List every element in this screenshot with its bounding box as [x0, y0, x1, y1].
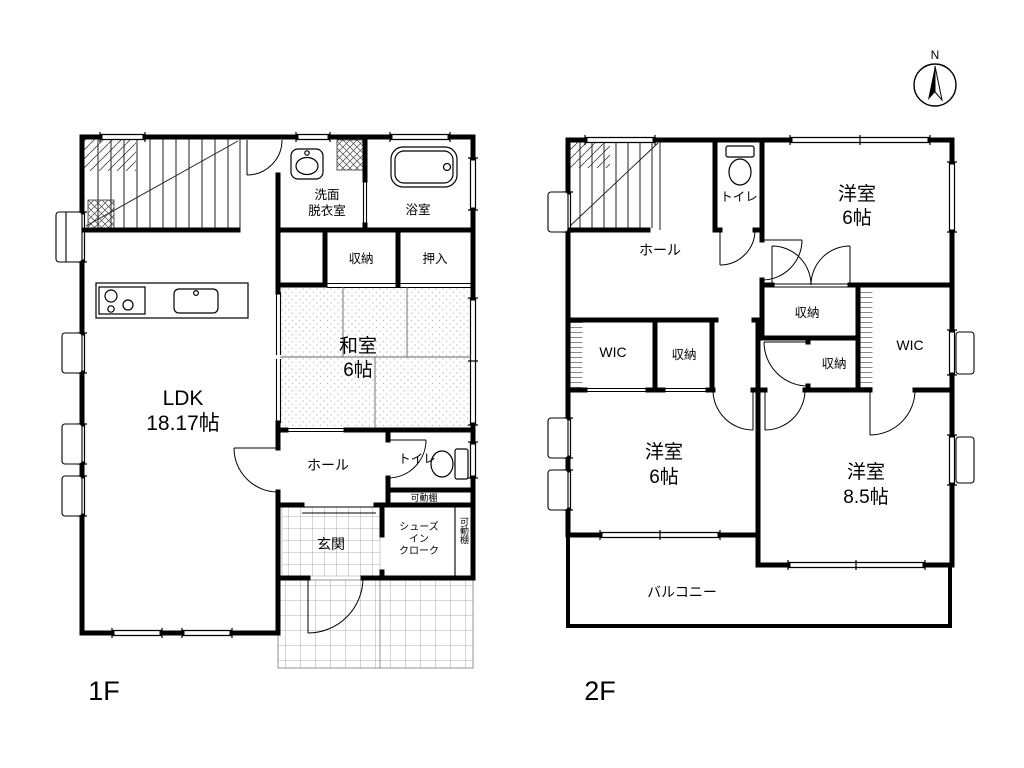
room-label-wic-west: WIC [599, 344, 626, 360]
room-label-washitsu-size: 6帖 [343, 359, 373, 381]
balcony-rail [566, 533, 952, 628]
walls-1f [79, 134, 476, 636]
tatami-texture [281, 288, 470, 427]
label-kadoudana-side: 可動棚 [459, 517, 469, 545]
stair-hatch-1f [84, 139, 136, 171]
room-label-shunou-c: 収納 [671, 348, 696, 362]
room-label-shunou-a: 収納 [794, 306, 819, 320]
kitchen-counter [95, 282, 249, 319]
room-label-oshiire: 押入 [422, 252, 448, 266]
walls-2f [565, 137, 955, 568]
north-arrow-icon [928, 66, 935, 100]
floor-2f: トイレ ホール 洋室 6帖 収納 WIC 収納 WIC 収納 洋室 6帖 洋室 … [547, 135, 975, 706]
toilet-icon-1f [430, 448, 469, 480]
room-label-genkan: 玄関 [317, 536, 345, 552]
room-label-ldk-size: 18.17帖 [146, 412, 220, 435]
stairs-2f-diagonal [569, 140, 661, 230]
room-label-yoshitsu-sw-size: 6帖 [649, 466, 679, 488]
sliding-doors-1f [275, 182, 471, 576]
genkan-tile [281, 506, 381, 577]
doors-2f [712, 229, 916, 436]
washer-pan-icon [336, 139, 366, 171]
room-label-yoshitsu-ne: 洋室 [838, 183, 876, 205]
compass: N [913, 48, 957, 107]
toilet-icon-2f [725, 145, 755, 186]
room-label-senmen-2: 脱衣室 [308, 203, 346, 218]
floor-label-2f: 2F [584, 676, 616, 706]
room-label-toilet-1f: トイレ [398, 452, 436, 466]
room-label-ldk: LDK [163, 387, 204, 410]
room-label-shunou-b: 収納 [821, 357, 846, 371]
room-label-yoshitsu-se: 洋室 [847, 461, 885, 483]
floor-1f: LDK 18.17帖 和室 6帖 洗面 脱衣室 浴室 収納 押入 ホール トイレ… [55, 132, 478, 706]
room-label-washitsu: 和室 [339, 335, 377, 357]
label-kadoudana-top: 可動棚 [410, 492, 437, 503]
bathtub-icon [390, 146, 458, 188]
floor-label-1f: 1F [88, 676, 120, 706]
sliding-doors-2f [585, 283, 850, 393]
wic-east-hanger [860, 288, 873, 388]
room-label-yoshitsu-ne-size: 6帖 [842, 207, 872, 229]
room-label-shoes-1: シューズ [399, 520, 439, 533]
room-label-yokushitsu: 浴室 [405, 202, 430, 217]
room-label-wic-east: WIC [896, 337, 923, 353]
porch-tile [277, 579, 474, 669]
room-label-shunou-1f: 収納 [348, 252, 373, 266]
room-label-yoshitsu-se-size: 8.5帖 [843, 486, 888, 508]
room-label-senmen-1: 洗面 [314, 188, 339, 202]
wic-west-hanger [570, 322, 583, 388]
north-arrow-icon-half [934, 65, 943, 102]
pillar-hatch-1f [87, 199, 115, 229]
room-label-hall-2f: ホール [639, 242, 681, 258]
room-label-shoes-2: イン [409, 534, 429, 545]
room-label-yoshitsu-sw: 洋室 [645, 441, 683, 463]
stairs-1f-diagonal [85, 137, 241, 230]
window-boxes-2f [547, 191, 975, 511]
window-boxes-1f [55, 211, 83, 517]
room-label-shoes-3: クローク [399, 545, 439, 557]
room-label-toilet-2f: トイレ [720, 190, 758, 204]
stairs-2f [579, 142, 653, 228]
stair-hatch-2f [570, 142, 610, 168]
room-label-balcony: バルコニー [647, 584, 717, 600]
tatami-lines [280, 287, 471, 428]
compass-circle [913, 63, 957, 107]
stairs-1f [97, 139, 229, 228]
washbasin-icon [290, 148, 324, 180]
compass-north-label: N [931, 48, 940, 62]
doors-1f [233, 139, 427, 634]
room-label-hall-1f: ホール [307, 457, 349, 473]
